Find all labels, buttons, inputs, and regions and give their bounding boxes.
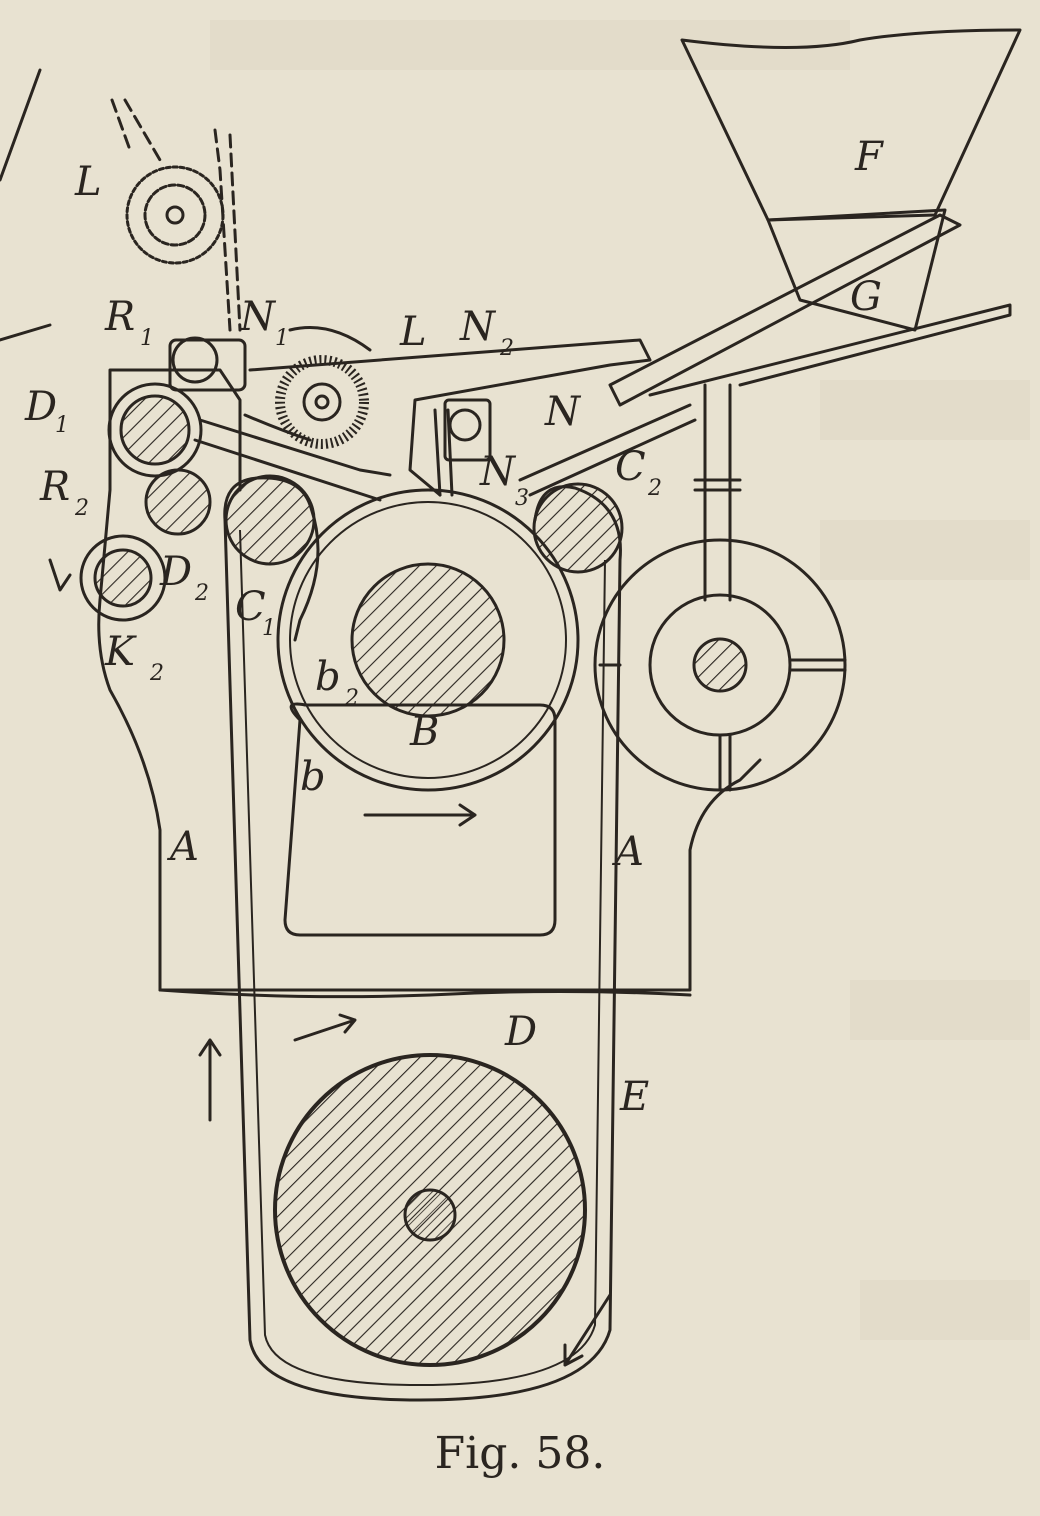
label-d2-sub: 2 — [194, 581, 209, 606]
feed-plate — [193, 413, 392, 502]
roller-d2 — [144, 468, 212, 536]
hopper-f — [680, 28, 1022, 222]
label-n2: N — [459, 304, 497, 350]
label-d1: D — [24, 384, 57, 430]
drum-core-b — [350, 562, 506, 718]
dashed-chute — [110, 98, 242, 332]
label-r2: R — [39, 464, 70, 510]
label-l-top: L — [74, 159, 102, 205]
label-r2-sub: 2 — [74, 496, 89, 521]
label-k2-sub: 2 — [149, 661, 164, 686]
label-e: E — [619, 1074, 649, 1120]
label-a-left: A — [166, 824, 199, 870]
figure-caption: Fig. 58. — [434, 1428, 606, 1479]
n2-bolt — [448, 408, 482, 442]
label-n2-sub: 2 — [499, 336, 514, 361]
rod — [693, 383, 742, 602]
plate-n — [518, 403, 697, 497]
label-n: N — [544, 389, 582, 435]
label-c2: C — [615, 444, 646, 490]
label-a-right: A — [611, 829, 644, 875]
label-n3: N — [479, 449, 517, 495]
label-b2: b — [315, 654, 341, 700]
label-f: F — [854, 134, 884, 180]
brush-l-mid — [275, 355, 369, 449]
roller-k2-outer — [79, 534, 167, 622]
label-c2-sub: 2 — [647, 476, 662, 501]
roller-c2 — [532, 482, 624, 574]
diagram-labels: L R 1 N 1 L N 2 D 1 R 2 D 2 K 2 C 1 b 2 … — [24, 134, 884, 1120]
label-r1: R — [104, 294, 135, 340]
label-n3-sub: 3 — [515, 486, 529, 511]
inner-window — [283, 702, 557, 937]
roller-d1-outer — [107, 382, 203, 478]
roller-c1 — [224, 474, 316, 566]
label-b: B — [409, 709, 439, 755]
chute-plate — [608, 213, 962, 407]
label-b-small: b — [300, 754, 326, 800]
drum-outer — [276, 488, 580, 792]
background-bleed-text — [210, 20, 1030, 1340]
label-c1: C — [235, 584, 266, 630]
flow-arrows — [48, 326, 612, 1367]
roller-k2 — [93, 548, 153, 608]
plate-n3 — [433, 408, 454, 497]
roller-d1 — [119, 394, 191, 466]
brush-l-top — [125, 165, 225, 265]
label-c1-sub: 1 — [262, 616, 276, 641]
label-n1-sub: 1 — [275, 326, 289, 351]
label-d: D — [504, 1009, 537, 1055]
label-r1-sub: 1 — [140, 326, 154, 351]
frame-a — [97, 598, 762, 992]
label-b2-sub: 2 — [344, 686, 359, 711]
label-d2: D — [159, 549, 192, 595]
left-fragment — [0, 68, 52, 342]
label-l-mid: L — [399, 309, 427, 355]
roller-r1 — [171, 336, 219, 384]
label-d1-sub: 1 — [55, 413, 69, 438]
label-g: G — [850, 274, 882, 320]
label-k2: K — [104, 629, 137, 675]
label-n1: N — [239, 294, 277, 340]
